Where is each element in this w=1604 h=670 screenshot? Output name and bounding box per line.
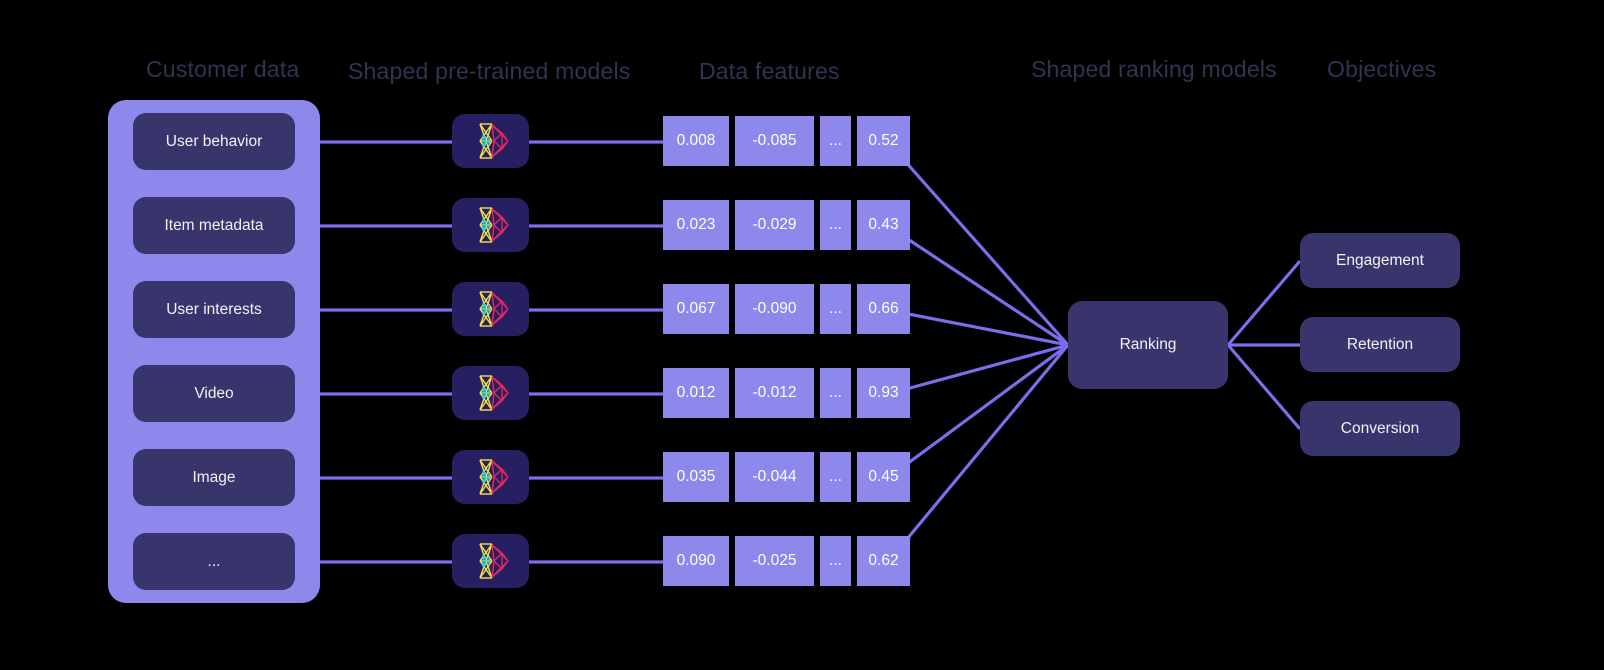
column-header-ranking_models: Shaped ranking models [1031, 56, 1277, 82]
wire-ranking-to-objectives [1226, 343, 1302, 431]
shaped-network-logo [478, 543, 509, 579]
objective-box[interactable]: Conversion [1300, 401, 1460, 456]
feature-cell: 0.023 [663, 200, 729, 250]
pretrained-model-tile[interactable] [452, 366, 529, 420]
pretrained-model-tile[interactable] [452, 198, 529, 252]
shaped-network-logo [478, 459, 509, 495]
pretrained-model-tile[interactable] [452, 114, 529, 168]
feature-cell: ... [820, 200, 851, 250]
feature-cell: ... [820, 368, 851, 418]
feature-cell: 0.090 [663, 536, 729, 586]
customer-data-source[interactable]: User interests [133, 281, 295, 338]
pretrained-model-tile[interactable] [452, 282, 529, 336]
wire-features-to-ranking [886, 140, 1070, 347]
shaped-network-logo [478, 291, 509, 327]
feature-cell: 0.45 [857, 452, 910, 502]
column-header-customer_data: Customer data [146, 56, 300, 82]
feature-vector-row: 0.035-0.044...0.45 [663, 452, 910, 502]
pretrained-model-tile[interactable] [452, 450, 529, 504]
source-label: User behavior [165, 132, 263, 150]
feature-cell: ... [820, 452, 851, 502]
feature-cell: -0.012 [735, 368, 814, 418]
feature-cell: -0.044 [735, 452, 814, 502]
ranking-model-box[interactable]: Ranking [1068, 301, 1228, 389]
objective-label: Conversion [1340, 419, 1420, 437]
customer-data-panel [108, 100, 320, 603]
feature-cell: 0.008 [663, 116, 729, 166]
source-label: Item metadata [164, 216, 264, 234]
column-header-features: Data features [699, 58, 840, 84]
wire-features-to-ranking [887, 224, 1069, 347]
customer-data-source[interactable]: Video [133, 365, 295, 422]
feature-vector-row: 0.008-0.085...0.52 [663, 116, 910, 166]
feature-cell: -0.090 [735, 284, 814, 334]
feature-vector-row: 0.067-0.090...0.66 [663, 284, 910, 334]
source-label: Video [194, 384, 234, 402]
source-label: User interests [166, 300, 262, 318]
feature-cell: ... [820, 536, 851, 586]
shaped-network-logo [478, 375, 509, 411]
wire-features-to-ranking [887, 343, 1069, 480]
feature-cell: 0.035 [663, 452, 729, 502]
objective-label: Engagement [1336, 251, 1424, 269]
shaped-network-logo [478, 207, 509, 243]
feature-cell: 0.067 [663, 284, 729, 334]
feature-vector-row: 0.023-0.029...0.43 [663, 200, 910, 250]
wire-features-to-ranking [886, 343, 1070, 564]
objective-label: Retention [1346, 335, 1414, 353]
feature-cell: -0.029 [735, 200, 814, 250]
wire-features-to-ranking [887, 343, 1069, 396]
column-header-objectives: Objectives [1327, 56, 1437, 82]
feature-cell: 0.52 [857, 116, 910, 166]
feature-vector-row: 0.012-0.012...0.93 [663, 368, 910, 418]
feature-cell: 0.66 [857, 284, 910, 334]
feature-cell: 0.93 [857, 368, 910, 418]
wire-ranking-to-objectives [1226, 259, 1302, 347]
feature-cell: 0.43 [857, 200, 910, 250]
feature-cell: -0.085 [735, 116, 814, 166]
ranking-label: Ranking [1119, 336, 1177, 353]
feature-vector-row: 0.090-0.025...0.62 [663, 536, 910, 586]
feature-cell: 0.62 [857, 536, 910, 586]
column-header-pretrained: Shaped pre-trained models [348, 58, 631, 84]
feature-cell: ... [820, 116, 851, 166]
feature-cell: -0.025 [735, 536, 814, 586]
customer-data-source[interactable]: Item metadata [133, 197, 295, 254]
source-label: ... [207, 552, 221, 570]
objective-box[interactable]: Retention [1300, 317, 1460, 372]
shaped-network-logo [478, 123, 509, 159]
wire-features-to-ranking [887, 308, 1069, 347]
feature-cell: ... [820, 284, 851, 334]
feature-cell: 0.012 [663, 368, 729, 418]
objective-box[interactable]: Engagement [1300, 233, 1460, 288]
source-label: Image [192, 468, 236, 486]
pretrained-model-tile[interactable] [452, 534, 529, 588]
customer-data-source[interactable]: Image [133, 449, 295, 506]
customer-data-source[interactable]: ... [133, 533, 295, 590]
customer-data-source[interactable]: User behavior [133, 113, 295, 170]
